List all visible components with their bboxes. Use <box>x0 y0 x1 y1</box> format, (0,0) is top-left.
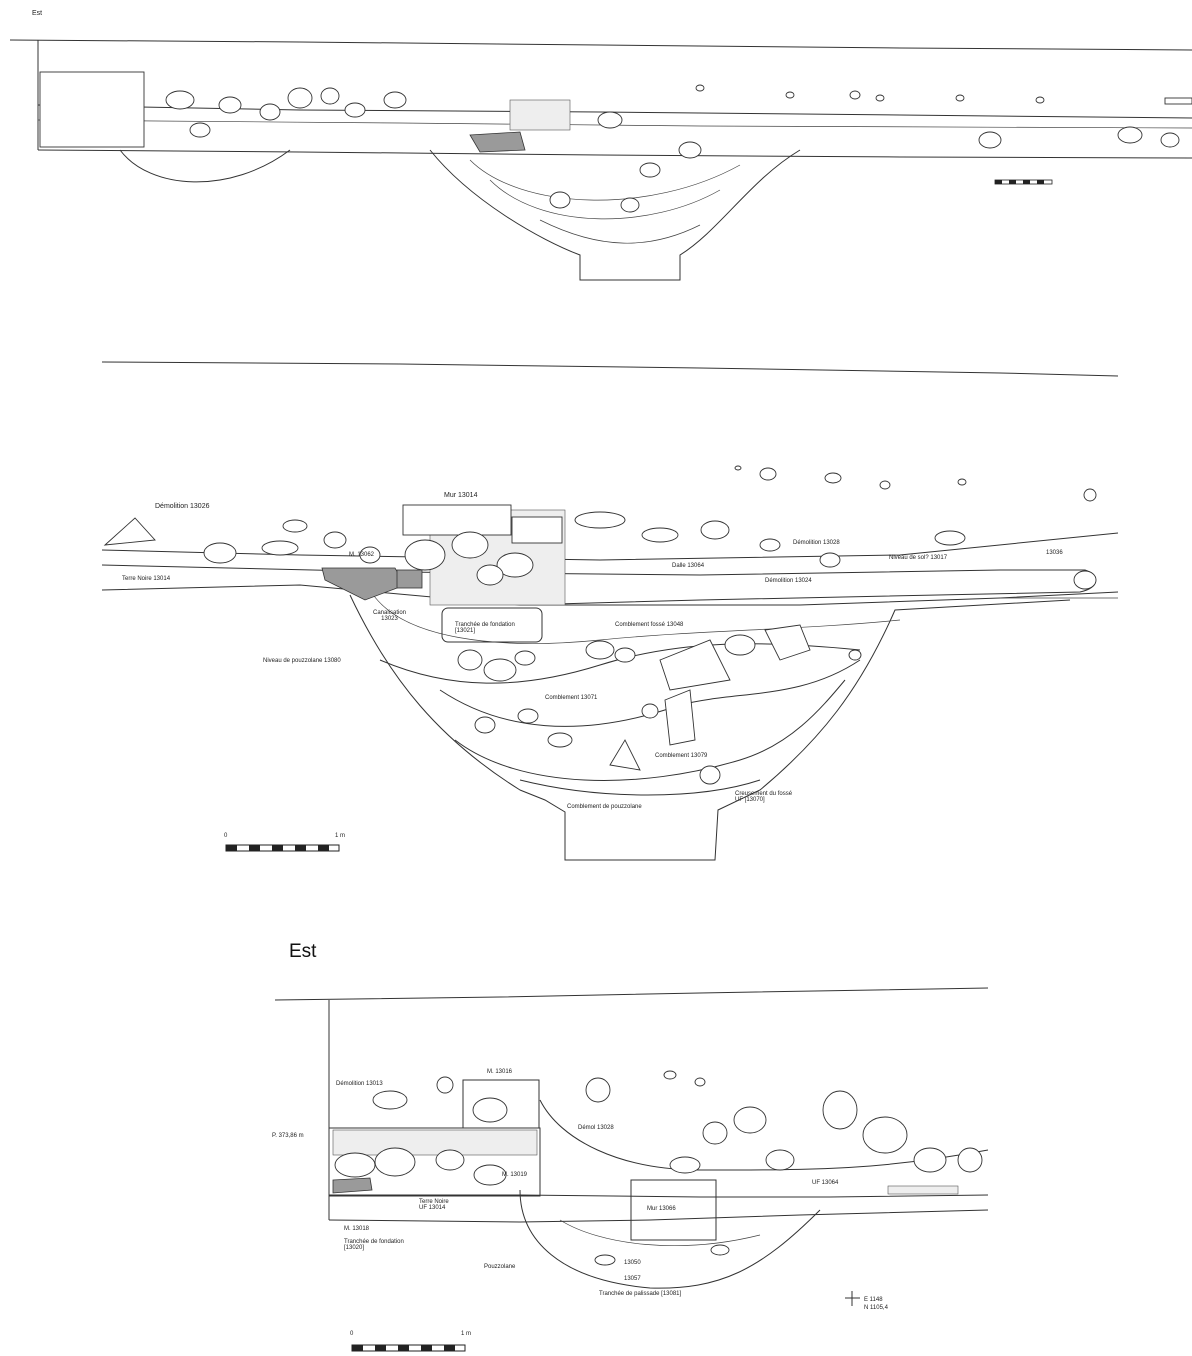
label-comblement-13079: Comblement 13079 <box>655 753 708 759</box>
label-m-13018: M. 13018 <box>344 1226 370 1232</box>
top-scale-bar <box>994 179 1053 185</box>
label-m-13019: M. 13019 <box>502 1172 528 1178</box>
middle-section-drawing <box>101 361 1119 861</box>
label-13036: 13036 <box>1046 550 1063 556</box>
bottom-scale-bar <box>351 1344 466 1352</box>
label-uf-13064: UF 13064 <box>812 1180 839 1186</box>
label-coord-n: N 1105,4 <box>864 1305 888 1311</box>
label-demolition-13028: Démolition 13028 <box>793 540 840 546</box>
label-comblement-fosse-13048: Comblement fossé 13048 <box>615 622 684 628</box>
label-tranchee-palissade: Tranchée de palissade [13081] <box>599 1291 682 1297</box>
label-pouzzolane: Pouzzolane <box>484 1264 516 1270</box>
bottom-scale-end: 1 m <box>461 1331 472 1337</box>
label-demolition-13013: Démolition 13013 <box>336 1081 383 1087</box>
label-creusement-fosse: Creusement du fossé UF [13070] <box>735 791 793 803</box>
label-niveau-sol-13017: Niveau de sol? 13017 <box>889 555 948 561</box>
label-13050: 13050 <box>624 1260 641 1266</box>
label-mur-13066: Mur 13066 <box>647 1206 676 1212</box>
label-terre-noire-13014: Terre Noire 13014 <box>122 576 171 582</box>
label-coord-e: E 1148 <box>864 1297 883 1303</box>
label-terre-noire-uf-13014: Terre Noire UF 13014 <box>419 1199 449 1211</box>
label-niveau-pouzzolane-13080: Niveau de pouzzolane 13080 <box>263 658 341 664</box>
bottom-scale-start: 0 <box>350 1331 354 1337</box>
middle-scale-bar <box>225 844 340 852</box>
label-dalle-13064: Dalle 13064 <box>672 563 705 569</box>
label-tranchee-fondation-13021: Tranchée de fondation [13021] <box>455 622 515 634</box>
label-m-13016: M. 13016 <box>487 1069 513 1075</box>
label-comblement-13071: Comblement 13071 <box>545 695 598 701</box>
bottom-orientation-label: Est <box>289 941 317 962</box>
label-demolition-13026: Démolition 13026 <box>155 503 210 510</box>
label-mur-13014: Mur 13014 <box>444 492 478 499</box>
top-orientation-label: Est <box>32 10 43 17</box>
middle-scale-start: 0 <box>224 833 228 839</box>
middle-scale-end: 1 m <box>335 833 346 839</box>
label-m-13062: M. 13062 <box>349 552 375 558</box>
top-section-drawing <box>9 39 1192 281</box>
label-tranchee-fondation-13020: Tranchée de fondation [13020] <box>344 1239 404 1251</box>
label-13057: 13057 <box>624 1276 641 1282</box>
label-comblement-pouzzolane: Comblement de pouzzolane <box>567 804 642 810</box>
bottom-section-drawing <box>274 987 989 1352</box>
label-canalisation-13023: Canalisation 13023 <box>373 610 407 622</box>
label-demolition-13024: Démolition 13024 <box>765 578 812 584</box>
label-demol-13028: Démol 13028 <box>578 1125 614 1131</box>
label-elevation: P. 373,86 m <box>272 1133 304 1139</box>
